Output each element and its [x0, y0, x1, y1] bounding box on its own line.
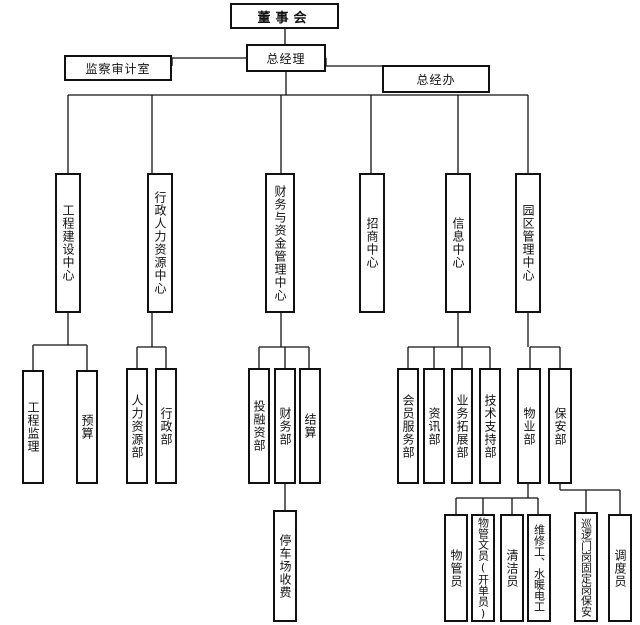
- line-security-sub: [559, 483, 621, 514]
- line-admin-branch: [136, 313, 167, 368]
- gm-box: 总经理: [246, 44, 326, 72]
- line-gm-office: [325, 58, 382, 67]
- dept-tech-support: 技术支持部: [479, 368, 501, 484]
- center-investment: 招商中心: [359, 173, 385, 313]
- audit-box: 监察审计室: [64, 55, 172, 81]
- sub-maintenance: 维修工、水暖电工: [527, 514, 551, 622]
- line-info-branch: [407, 313, 491, 368]
- center-park: 园区管理中心: [515, 173, 541, 313]
- dept-settlement: 结算: [299, 368, 321, 484]
- line-eng-branch: [32, 313, 88, 370]
- center-info: 信息中心: [445, 173, 471, 313]
- center-admin-hr: 行政人力资源中心: [147, 173, 173, 313]
- line-fin-branch: [258, 313, 310, 368]
- dept-financing: 投融资部: [248, 368, 270, 484]
- dept-admin: 行政部: [155, 368, 177, 484]
- line-park-branch: [527, 313, 561, 368]
- dept-finance: 财务部: [274, 368, 296, 484]
- office-box: 总经办: [382, 65, 490, 93]
- sub-patrol: 巡逻门岗固定岗保安: [574, 512, 598, 622]
- dept-member-service: 会员服务部: [397, 368, 419, 484]
- dept-security: 保安部: [548, 368, 572, 484]
- dept-hr: 人力资源部: [126, 368, 148, 484]
- sub-parking: 停车场收费: [273, 510, 297, 622]
- sub-property-staff: 物管员: [444, 514, 468, 622]
- center-engineering: 工程建设中心: [55, 173, 81, 313]
- sub-dispatcher: 调度员: [608, 514, 632, 622]
- line-property-sub: [455, 483, 539, 514]
- sub-property-clerk: 物管文员(开单员): [471, 514, 495, 622]
- sub-cleaner: 清洁员: [500, 514, 524, 622]
- dept-eng-budget: 预算: [76, 370, 98, 484]
- center-finance: 财务与资金管理中心: [265, 173, 295, 313]
- dept-biz-dev: 业务拓展部: [451, 368, 473, 484]
- board-box: 董事会: [230, 3, 339, 29]
- dept-property: 物业部: [517, 368, 541, 484]
- dept-eng-supervision: 工程监理: [22, 370, 44, 484]
- line-gm-audit: [171, 57, 246, 66]
- dept-info: 资讯部: [423, 368, 445, 484]
